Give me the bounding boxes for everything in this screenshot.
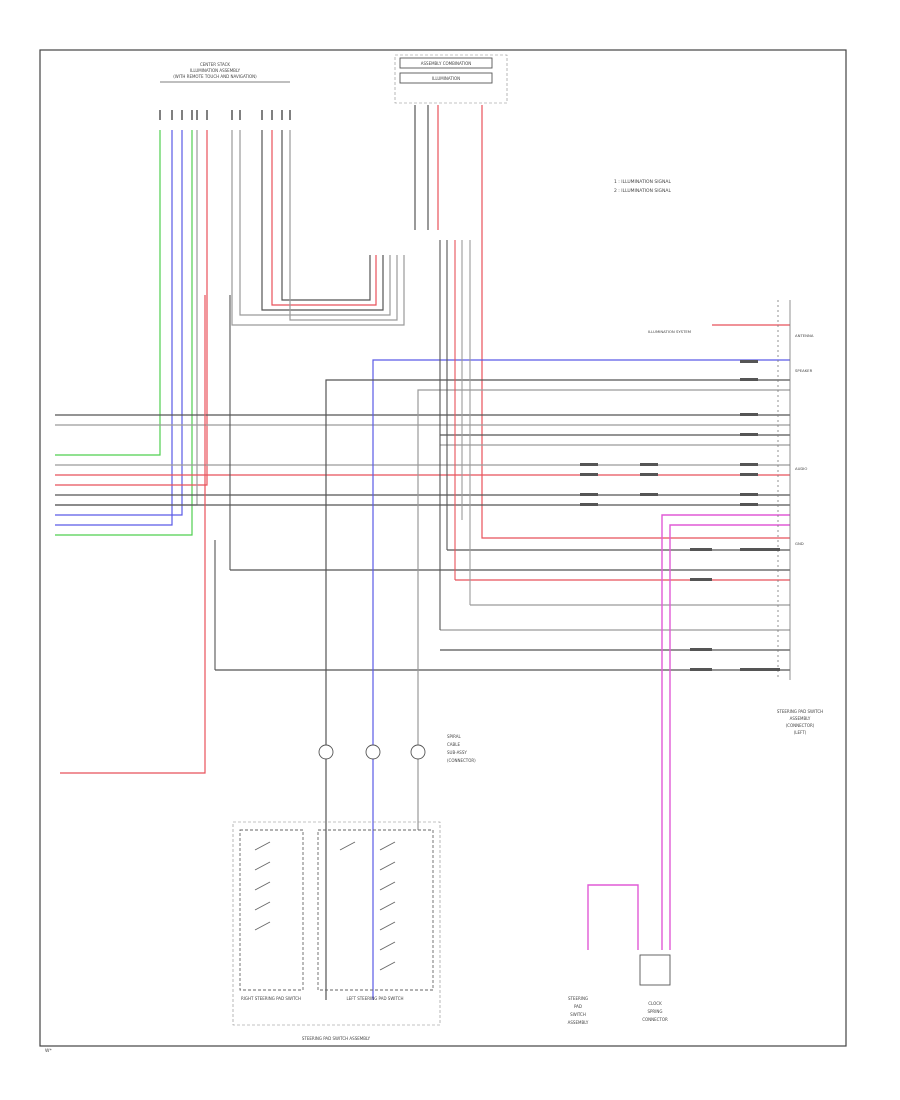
svg-text:GND: GND <box>795 541 804 546</box>
svg-text:ASSEMBLY COMBINATION: ASSEMBLY COMBINATION <box>421 61 471 66</box>
svg-text:SPRING: SPRING <box>647 1009 662 1014</box>
svg-text:(CONNECTOR): (CONNECTOR) <box>786 723 815 728</box>
svg-text:SPIRAL: SPIRAL <box>447 734 461 739</box>
right-side-labels: ANTENNA ILLUMINATION SYSTEM SPEAKER AUDI… <box>648 329 814 546</box>
center-verticals <box>414 105 790 539</box>
svg-text:ASSEMBLY: ASSEMBLY <box>790 716 811 721</box>
center-column-wires <box>214 240 471 670</box>
spiral-connectors <box>318 744 426 760</box>
diagram-frame <box>39 49 847 1047</box>
svg-text:RIGHT STEERING PAD SWITCH: RIGHT STEERING PAD SWITCH <box>241 996 301 1001</box>
pink-wire <box>587 514 790 950</box>
svg-text:CABLE: CABLE <box>447 742 461 747</box>
svg-text:STEERING PAD SWITCH ASSEMBLY: STEERING PAD SWITCH ASSEMBLY <box>302 1036 371 1041</box>
svg-text:ILLUMINATION: ILLUMINATION <box>432 76 460 81</box>
svg-text:PAD: PAD <box>574 1004 582 1009</box>
u-loop-harness <box>231 130 405 326</box>
svg-text:CONNECTOR: CONNECTOR <box>642 1017 668 1022</box>
svg-text:2 : ILLUMINATION SIGNAL: 2 : ILLUMINATION SIGNAL <box>614 188 671 194</box>
left-vertical-harness <box>55 130 208 536</box>
svg-text:CLOCK: CLOCK <box>648 1001 662 1006</box>
svg-text:ANTENNA: ANTENNA <box>795 333 814 338</box>
clock-spring-box <box>639 954 671 986</box>
svg-text:1 : ILLUMINATION SIGNAL: 1 : ILLUMINATION SIGNAL <box>614 179 671 185</box>
right-steering-pad-switch <box>239 829 304 991</box>
svg-text:SPEAKER: SPEAKER <box>795 368 813 373</box>
left-steering-pad-switch <box>317 829 434 991</box>
bottom-right-labels: STEERING PAD SWITCH ASSEMBLY CLOCK SPRIN… <box>568 996 668 1025</box>
red-return-wire <box>60 295 206 774</box>
svg-text:LEFT STEERING PAD SWITCH: LEFT STEERING PAD SWITCH <box>347 996 404 1001</box>
blue-signal-wire <box>372 359 790 700</box>
svg-text:(CONNECTOR): (CONNECTOR) <box>447 758 476 763</box>
note-block: 1 : ILLUMINATION SIGNAL 2 : ILLUMINATION… <box>614 179 671 194</box>
svg-text:SWITCH: SWITCH <box>570 1012 586 1017</box>
right-connector-pins <box>777 300 791 680</box>
gray-signal-wire <box>417 389 790 700</box>
svg-text:(WITH REMOTE TOUCH AND NAVIGAT: (WITH REMOTE TOUCH AND NAVIGATION) <box>173 74 257 79</box>
svg-text:ILLUMINATION ASSEMBLY: ILLUMINATION ASSEMBLY <box>190 68 241 73</box>
svg-text:AUDIO: AUDIO <box>795 466 807 471</box>
svg-text:ASSEMBLY: ASSEMBLY <box>568 1020 589 1025</box>
svg-text:(LEFT): (LEFT) <box>794 730 807 735</box>
horizontal-bus <box>55 414 790 671</box>
top-pin-ticks <box>159 110 291 120</box>
black-signal-wire <box>325 379 790 700</box>
right-block-label: STEERING PAD SWITCH ASSEMBLY (CONNECTOR)… <box>777 709 823 735</box>
page-tag: W* <box>45 1048 52 1054</box>
svg-text:STEERING: STEERING <box>568 996 588 1001</box>
bus-connector-markers <box>580 360 780 671</box>
svg-text:STEERING PAD SWITCH: STEERING PAD SWITCH <box>777 709 823 714</box>
switch-labels: RIGHT STEERING PAD SWITCH LEFT STEERING … <box>241 996 404 1041</box>
svg-text:ILLUMINATION SYSTEM: ILLUMINATION SYSTEM <box>648 329 691 334</box>
top-left-connector-label: CENTER STACK ILLUMINATION ASSEMBLY (WITH… <box>160 62 290 83</box>
svg-text:CENTER STACK: CENTER STACK <box>200 62 230 67</box>
svg-text:SUB-ASSY: SUB-ASSY <box>447 750 467 755</box>
top-center-connector-boxes: ASSEMBLY COMBINATION ILLUMINATION <box>394 54 508 104</box>
switch-assembly-outline <box>232 821 441 1026</box>
spiral-cable-label: SPIRAL CABLE SUB-ASSY (CONNECTOR) <box>447 734 476 763</box>
